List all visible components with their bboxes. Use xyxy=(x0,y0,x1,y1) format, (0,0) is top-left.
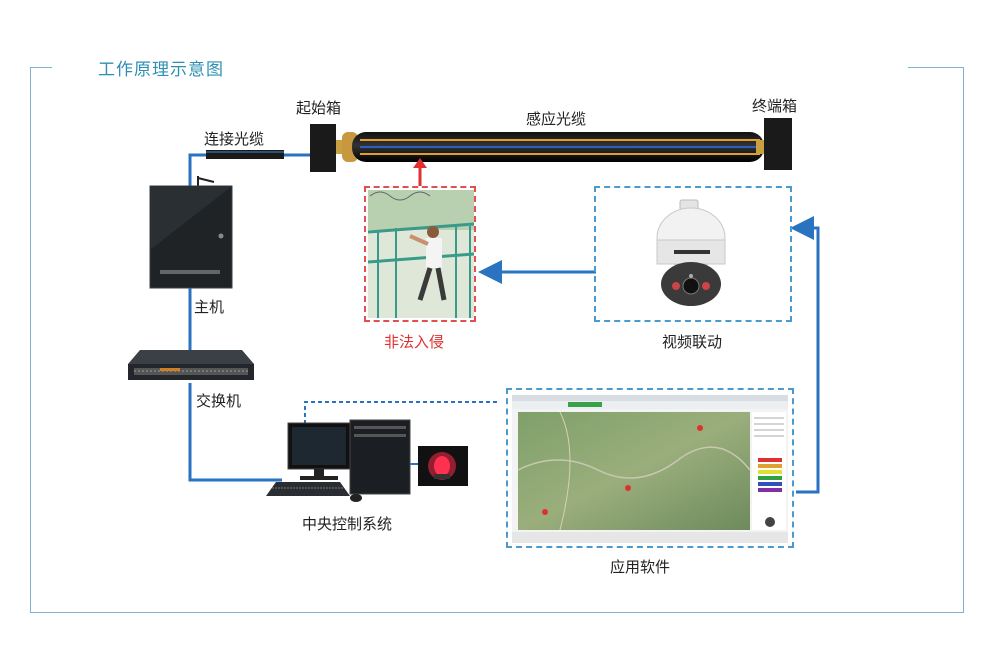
start-box-label: 起始箱 xyxy=(296,99,342,117)
video-link-label: 视频联动 xyxy=(662,333,723,351)
central-control-label: 中央控制系统 xyxy=(302,515,393,533)
sensing-cable-label: 感应光缆 xyxy=(526,110,587,128)
link-cable xyxy=(188,150,310,186)
central-control-computer xyxy=(266,419,411,502)
end-box-label: 终端箱 xyxy=(752,97,798,115)
link-cable-label: 连接光缆 xyxy=(204,130,265,148)
network-switch xyxy=(128,350,254,380)
alarm-light xyxy=(418,446,468,486)
app-software-label: 应用软件 xyxy=(610,558,671,576)
diagram-title: 工作原理示意图 xyxy=(98,60,224,80)
intrusion-label: 非法入侵 xyxy=(384,333,445,351)
intrusion-photo xyxy=(367,190,475,318)
host-cabinet xyxy=(149,176,233,289)
host-label: 主机 xyxy=(194,298,225,316)
intrusion-photo-frame xyxy=(364,186,476,322)
app-software-screen xyxy=(512,395,788,543)
app-software-frame xyxy=(506,388,794,548)
sensing-cable xyxy=(336,132,766,162)
switch-label: 交换机 xyxy=(196,392,242,410)
intrusion-arrow xyxy=(413,158,427,186)
start-box xyxy=(310,124,336,172)
frame-top-right-segment xyxy=(908,67,964,68)
camera-frame xyxy=(594,186,792,322)
switch-central-link xyxy=(188,383,282,482)
end-box xyxy=(764,118,792,170)
ptz-camera xyxy=(656,199,726,306)
diagram-frame xyxy=(30,67,964,613)
frame-top-left-segment xyxy=(30,67,52,68)
app-to-camera-arrow xyxy=(790,216,820,494)
